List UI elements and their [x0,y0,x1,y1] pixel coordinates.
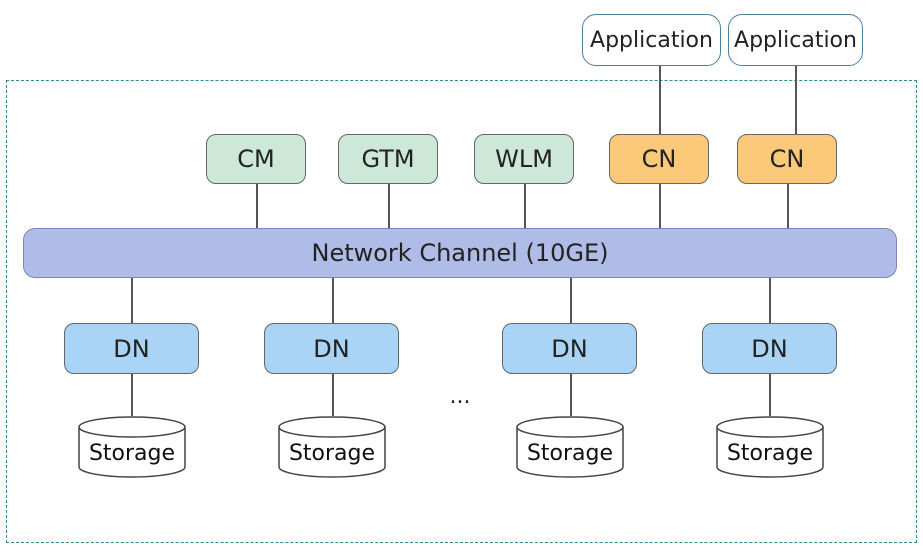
dn-node: DN [264,323,399,374]
more-datanodes-ellipsis: ... [449,384,471,409]
connector-channel-dn-2 [332,278,334,323]
connector-cm-channel [256,184,258,228]
connector-gtm-channel [388,184,390,228]
database-icon [716,416,824,478]
storage-label: Storage [726,441,814,466]
storage-cylinder: Storage [77,413,187,479]
cn-node: CN [737,134,837,184]
connector-app-cn-2 [795,65,797,135]
connector-channel-dn-3 [570,278,572,323]
connector-dn-storage-3 [570,374,572,416]
wlm-node: WLM [474,134,574,184]
database-icon [278,416,386,478]
connector-cn1-channel [659,184,661,228]
cluster-boundary [6,80,917,543]
storage-cylinder: Storage [277,413,387,479]
database-icon [78,416,186,478]
connector-cn2-channel [787,184,789,228]
connector-channel-dn-1 [131,278,133,323]
cn-node: CN [609,134,709,184]
storage-label: Storage [88,441,176,466]
dn-node: DN [502,323,637,374]
database-icon [516,416,624,478]
dn-node: DN [702,323,837,374]
connector-dn-storage-1 [131,374,133,416]
connector-wlm-channel [524,184,526,228]
connector-channel-dn-4 [769,278,771,323]
connector-dn-storage-2 [332,374,334,416]
storage-cylinder: Storage [715,413,825,479]
storage-label: Storage [526,441,614,466]
gtm-node: GTM [338,134,438,184]
cm-node: CM [206,134,306,184]
dn-node: DN [64,323,199,374]
storage-label: Storage [288,441,376,466]
storage-cylinder: Storage [515,413,625,479]
application-node: Application [582,14,721,66]
connector-app-cn-1 [659,65,661,135]
network-channel: Network Channel (10GE) [23,228,897,278]
connector-dn-storage-4 [769,374,771,416]
application-node: Application [728,14,863,66]
